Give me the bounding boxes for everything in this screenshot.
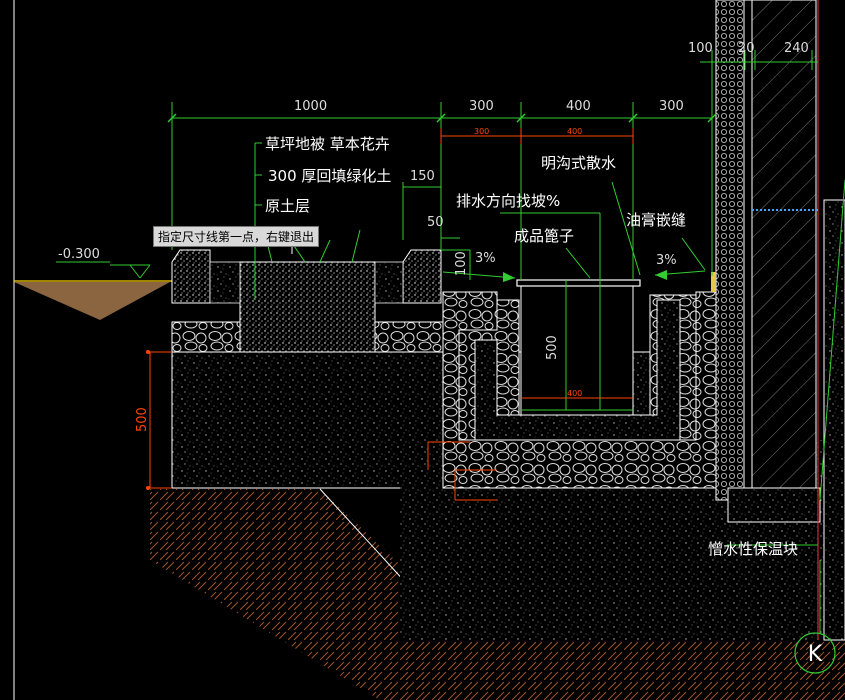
label-lawn-cover: 草坪地被 草本花卉	[265, 135, 390, 153]
elevation-label: -0.300	[58, 247, 100, 262]
dim-400-bottom: 400	[567, 389, 582, 398]
brick-wall	[751, 0, 817, 501]
dim-wall-20: 20	[738, 41, 755, 56]
dim-end-point	[146, 486, 150, 490]
dim-100: 100	[454, 251, 469, 276]
annotation-labels: 草坪地被 草本花卉 300 厚回填绿化土 原土层 明沟式散水 排水方向找坡% 成…	[265, 135, 798, 558]
dim-wall-100: 100	[688, 41, 713, 56]
curb-left-slope	[209, 261, 241, 304]
earth-fill	[150, 489, 845, 700]
wall-foundation	[727, 487, 821, 523]
label-asphalt-joint: 油膏嵌缝	[626, 211, 686, 229]
wall-edge-inner	[823, 199, 845, 641]
pebble-layer-left	[171, 321, 241, 353]
dim-500-left: 500	[135, 407, 150, 432]
wall-air-gap	[743, 0, 753, 501]
label-original-soil: 原土层	[265, 197, 310, 215]
dimension-texts: 1000 300 400 300 100 20 240 150 50 100 5…	[58, 41, 809, 360]
ticks	[167, 113, 717, 123]
grid-axis-label: K	[808, 642, 823, 667]
dim-red-300: 300	[474, 127, 489, 136]
dim-50: 50	[427, 215, 444, 230]
planting-soil	[239, 261, 376, 353]
pebble-layer-mid	[374, 321, 444, 353]
drain-channel	[520, 284, 634, 416]
label-open-drain: 明沟式散水	[541, 154, 616, 172]
earth-surface-left	[14, 282, 170, 320]
label-backfill: 300 厚回填绿化土	[268, 167, 391, 185]
red-dimension-lines	[149, 128, 634, 501]
insulation-layer	[715, 0, 745, 501]
green-dimension-lines	[110, 50, 845, 633]
curb-left	[171, 249, 211, 304]
command-prompt-tooltip: 指定尺寸线第一点，右键退出	[153, 226, 320, 247]
slope-left-label: 3%	[475, 251, 496, 266]
dim-400-a: 400	[566, 99, 591, 114]
pebble-channel-inner	[458, 294, 697, 441]
red-dimension-texts: 300 400 500 400	[135, 127, 582, 432]
dim-1000: 1000	[294, 99, 327, 114]
dim-300-a: 300	[469, 99, 494, 114]
dim-300-b: 300	[659, 99, 684, 114]
label-grate: 成品篦子	[514, 227, 574, 245]
label-insulation: 憎水性保温块	[708, 540, 798, 558]
grid-axis-bubble[interactable]	[794, 632, 836, 674]
dim-500-channel: 500	[545, 335, 560, 360]
curb-mid-slope	[374, 261, 404, 304]
dim-150: 150	[410, 169, 435, 184]
channel-wall	[474, 299, 681, 441]
grate	[516, 279, 641, 287]
slope-arrows	[503, 270, 667, 282]
curb-mid	[402, 249, 442, 304]
dim-red-400: 400	[567, 127, 582, 136]
dim-start-point	[146, 350, 150, 354]
sealant-joint	[711, 272, 716, 292]
dim-wall-240: 240	[784, 41, 809, 56]
label-drain-slope: 排水方向找坡%	[456, 192, 560, 210]
slope-right-label: 3%	[656, 253, 677, 268]
